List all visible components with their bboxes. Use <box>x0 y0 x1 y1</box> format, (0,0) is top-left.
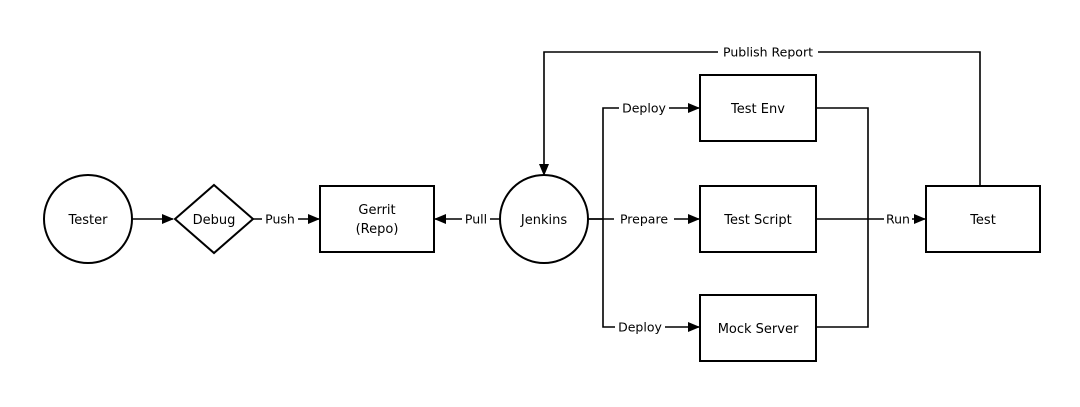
node-gerrit-label-line1: Gerrit <box>358 203 395 218</box>
node-tester-label: Tester <box>68 213 109 228</box>
edge-label-deploy-mock: Deploy <box>618 320 662 335</box>
edge-label-publish-report: Publish Report <box>723 45 813 60</box>
edge-test-env-to-merge <box>817 107 869 219</box>
edge-label-push: Push <box>265 212 295 227</box>
node-jenkins-label: Jenkins <box>520 213 567 228</box>
node-test-script-label: Test Script <box>723 213 791 228</box>
node-test-env-label: Test Env <box>730 102 785 117</box>
node-test-label: Test <box>969 213 996 228</box>
edge-label-run: Run <box>886 212 910 227</box>
edge-jenkins-to-mock-server <box>602 219 700 332</box>
node-gerrit: Gerrit (Repo) <box>319 185 435 253</box>
node-test-script: Test Script <box>699 185 817 253</box>
node-gerrit-label-line2: (Repo) <box>356 222 399 237</box>
node-test-env: Test Env <box>699 74 817 142</box>
node-mock-server: Mock Server <box>699 294 817 362</box>
edge-label-pull: Pull <box>465 212 487 227</box>
node-mock-server-label: Mock Server <box>718 322 799 337</box>
edge-mock-server-to-merge <box>817 219 869 328</box>
edge-label-deploy-env: Deploy <box>622 101 666 116</box>
edge-label-prepare: Prepare <box>620 212 668 227</box>
node-tester: Tester <box>43 174 133 264</box>
node-jenkins: Jenkins <box>499 174 589 264</box>
edge-jenkins-to-test-env <box>588 103 700 220</box>
node-debug: Debug <box>173 183 255 255</box>
node-test: Test <box>925 185 1041 253</box>
node-debug-label: Debug <box>193 213 236 228</box>
